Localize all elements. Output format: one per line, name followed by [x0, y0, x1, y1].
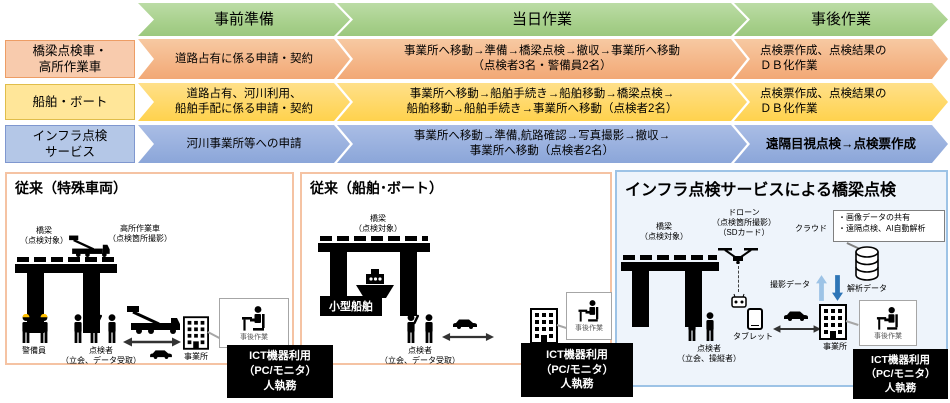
- panel-traditional-boat: 従来（船舶･ボート） 橋梁 （点検対象） 小型船舶 点検者 （立会、データ受取）: [300, 172, 612, 365]
- cell-infra-post: 遠隔目視点検→点検票作成: [734, 125, 948, 163]
- cell-text: 点検票作成、点検結果の ＤＢ化作業: [760, 45, 887, 72]
- aerial-vehicle-label: 高所作業車 （点検箇所撮影）: [108, 224, 172, 243]
- phase-arrow-sameday: 当日作業: [337, 3, 747, 36]
- aerial-work-truck-icon: [69, 235, 110, 257]
- cell-text: 道路占有に係る申請・契約: [175, 52, 313, 65]
- after-work-callout: 事後作業: [566, 292, 612, 340]
- travel-arrow-icon: [442, 332, 494, 342]
- cell-text: 点検票作成、点検結果の ＤＢ化作業: [760, 88, 887, 115]
- bridge-icon: [15, 257, 117, 337]
- guards-label: 警備員: [22, 346, 46, 355]
- after-work-label: 事後作業: [874, 332, 902, 340]
- inspector-waving-icon: [688, 312, 700, 341]
- row-label-infra-service: インフラ点検 サービス: [5, 125, 135, 163]
- analysis-data-label: 解析データ: [847, 284, 887, 293]
- upload-data-label: 撮影データ: [770, 280, 810, 289]
- cell-infra-prep: 河川事業所等への申請: [138, 125, 350, 163]
- after-work-callout: 事後作業: [859, 300, 917, 346]
- cloud-label: クラウド: [795, 224, 827, 233]
- inspectors-label: 点検者 （立会、データ受取）: [61, 346, 141, 365]
- cell-text: 道路占有、河川利用、 船舶手配に係る申請・契約: [175, 88, 313, 115]
- after-work-callout: 事後作業: [219, 298, 289, 348]
- callout-connector: [845, 320, 859, 326]
- bridge-label: 橋梁 （点検対象）: [640, 222, 688, 241]
- panel-title: 従来（船舶･ボート）: [310, 180, 443, 196]
- guard-icon: [22, 314, 30, 343]
- office-label: 事業所: [823, 342, 847, 351]
- inspectors-label: 点検者 （立会、データ受取）: [380, 346, 460, 365]
- ict-note-box-boat: ICT機器利用 （PC/モニタ） 人執務: [521, 343, 633, 397]
- bridge-icon: [318, 236, 430, 326]
- row-label-text: インフラ点検 サービス: [32, 128, 108, 159]
- inspector-icon: [108, 314, 116, 343]
- phase-arrow-preparation: 事前準備: [138, 3, 350, 36]
- cell-text: 事業所へ移動→準備,航路確認→写真撮影→撤収→ 事業所へ移動（点検者2名）: [413, 130, 671, 157]
- guard-icon: [40, 314, 48, 343]
- after-work-label: 事後作業: [240, 333, 268, 341]
- panel-traditional-vehicle: 従来（特殊車両） 橋梁 （点検対象） 高所作業車 （点検箇所撮影） 警備員: [5, 172, 294, 365]
- ict-note-box-service: ICT機器利用 （PC/モニタ） 人執務: [853, 349, 948, 399]
- cell-text: 河川事業所等への申請: [186, 137, 302, 150]
- cell-infra-day: 事業所へ移動→準備,航路確認→写真撮影→撤収→ 事業所へ移動（点検者2名）: [337, 125, 747, 163]
- tablet-label: タブレット: [733, 332, 773, 341]
- phase-label-after: 事後作業: [810, 10, 871, 28]
- cell-boat-day: 事業所へ移動→船舶手続き→船舶移動→橋梁点検→ 船舶移動→船舶手続き→事業所へ移…: [337, 83, 747, 121]
- bridge-label: 橋梁 （点検対象）: [20, 226, 68, 245]
- drone-signal-line: [738, 266, 739, 292]
- panel-ict-service: インフラ点検サービスによる橋梁点検 橋梁 （点検対象） ドローン （点検箇所撮影…: [615, 170, 948, 387]
- small-boat-tag: 小型船舶: [320, 296, 382, 316]
- car-icon: [784, 311, 808, 321]
- inspector-icon: [425, 314, 433, 343]
- inspector-icon: [74, 314, 82, 343]
- boat-icon: [356, 269, 394, 298]
- row-label-text: 船舶・ボート: [32, 94, 108, 109]
- phase-arrow-after: 事後作業: [734, 3, 948, 36]
- cell-text: 事業所へ移動→準備→橋梁点検→撤収→事業所へ移動 （点検者3名・警備員2名）: [404, 45, 680, 72]
- bridge-label: 橋梁 （点検対象）: [354, 214, 402, 233]
- inspector-icon: [706, 312, 714, 341]
- cell-boat-prep: 道路占有、河川利用、 船舶手配に係る申請・契約: [138, 83, 350, 121]
- phase-label-preparation: 事前準備: [213, 10, 274, 28]
- inspectors-label: 点検者 （立会、操縦者）: [677, 344, 741, 363]
- row-label-inspection-vehicle: 橋梁点検車・ 高所作業車: [5, 40, 135, 78]
- car-icon: [453, 319, 477, 329]
- after-work-label: 事後作業: [575, 325, 603, 332]
- cloud-database-icon: [855, 246, 879, 281]
- inspector-waving-icon: [407, 314, 419, 343]
- cell-vehicle-post: 点検票作成、点検結果の ＤＢ化作業: [734, 39, 948, 79]
- office-label: 事業所: [184, 352, 208, 361]
- drone-icon: [718, 248, 758, 264]
- row-label-text: 橋梁点検車・ 高所作業車: [32, 43, 108, 74]
- phase-label-sameday: 当日作業: [511, 10, 572, 28]
- office-building-icon: [819, 304, 847, 340]
- desk-worker-icon: [876, 306, 898, 330]
- drone-label: ドローン （点検箇所撮影） （SDカード）: [712, 208, 776, 237]
- cell-text: 遠隔目視点検→点検票作成: [765, 136, 916, 151]
- bridge-icon: [621, 255, 719, 331]
- ict-note-box-vehicle: ICT機器利用 （PC/モニタ） 人執務: [227, 345, 333, 398]
- cloud-note: ・画像データの共有 ・遠隔点検、AI自動解析: [833, 210, 945, 242]
- office-building-icon: [530, 308, 558, 344]
- download-arrow-icon: [832, 275, 843, 301]
- aerial-work-truck-icon: [127, 306, 180, 334]
- panel-title: 従来（特殊車両）: [15, 180, 127, 196]
- panel-title: インフラ点検サービスによる橋梁点検: [625, 182, 897, 199]
- car-icon: [150, 350, 172, 359]
- travel-arrow-icon: [123, 337, 181, 347]
- cell-vehicle-prep: 道路占有に係る申請・契約: [138, 39, 350, 79]
- desk-worker-icon: [578, 300, 599, 322]
- desk-worker-icon: [242, 305, 265, 331]
- inspector-waving-icon: [90, 314, 102, 343]
- office-building-icon: [183, 316, 209, 350]
- tablet-icon: [747, 308, 763, 330]
- cell-text: 事業所へ移動→船舶手続き→船舶移動→橋梁点検→ 船舶移動→船舶手続き→事業所へ移…: [406, 88, 678, 115]
- cell-boat-post: 点検票作成、点検結果の ＤＢ化作業: [734, 83, 948, 121]
- row-label-boat: 船舶・ボート: [5, 84, 135, 120]
- cell-vehicle-day: 事業所へ移動→準備→橋梁点検→撤収→事業所へ移動 （点検者3名・警備員2名）: [337, 39, 747, 79]
- remote-controller-icon: [731, 293, 747, 308]
- travel-arrow-icon: [773, 325, 821, 333]
- upload-arrow-icon: [816, 275, 827, 301]
